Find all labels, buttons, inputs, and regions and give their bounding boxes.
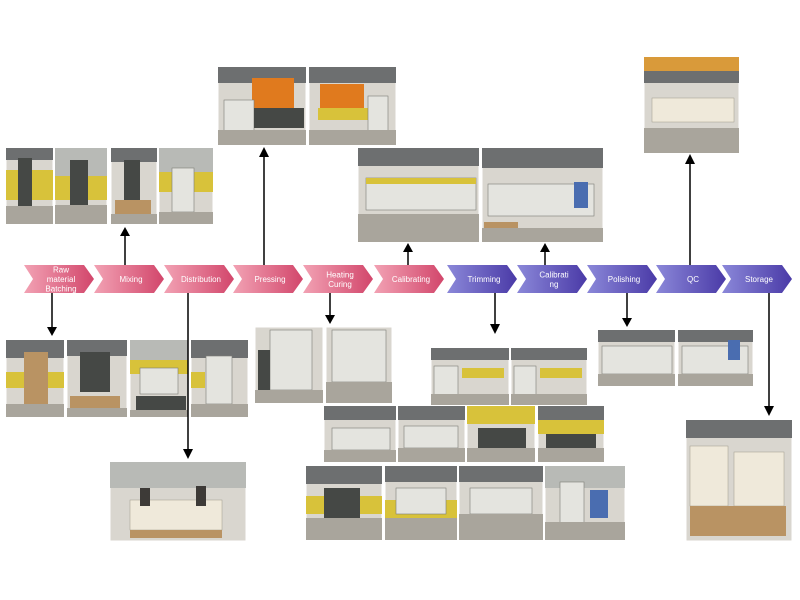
process-step: Distribution xyxy=(164,265,234,293)
process-step: Storage xyxy=(722,265,792,293)
photo-trimming-cluster-6 xyxy=(384,465,458,541)
photo-mixing-2 xyxy=(158,147,214,225)
process-step: Polishing xyxy=(587,265,657,293)
arrow-distribution-down xyxy=(183,293,193,459)
process-step-label: Pressing xyxy=(254,275,285,284)
photo-distribution-3 xyxy=(190,339,249,418)
photo-raw-material-bottom xyxy=(5,339,65,418)
photo-heating-1 xyxy=(254,326,324,404)
process-step-label: material xyxy=(47,275,76,284)
photo-distribution-bottom xyxy=(109,461,247,542)
process-step-chevron xyxy=(303,265,373,293)
process-step-label: Raw xyxy=(53,266,69,275)
arrow-qc-up xyxy=(685,154,695,265)
process-step: QC xyxy=(656,265,726,293)
arrow-pressing-up xyxy=(259,147,269,265)
process-step-label: Storage xyxy=(745,275,774,284)
process-step-chevron xyxy=(24,265,94,293)
photo-pressing-2 xyxy=(308,66,397,146)
photo-calibrating-1 xyxy=(357,147,480,243)
photo-trimming-cluster-5 xyxy=(305,465,383,541)
photo-polishing-2 xyxy=(677,329,754,387)
process-step: Calibrating xyxy=(517,265,587,293)
photo-trimming-cluster-3 xyxy=(466,405,536,463)
photo-mixing-1 xyxy=(110,147,158,225)
photo-trimming-cluster-1 xyxy=(323,405,397,463)
process-step-label: ng xyxy=(550,280,559,289)
photo-trimming-cluster-7 xyxy=(458,465,544,541)
process-step: Mixing xyxy=(94,265,164,293)
process-step-chevron xyxy=(447,265,517,293)
photo-raw-material-top-2 xyxy=(54,147,108,225)
process-step: Trimming xyxy=(447,265,517,293)
process-step-chevron xyxy=(587,265,657,293)
photo-trimming-1 xyxy=(430,347,510,406)
process-step-chevron xyxy=(94,265,164,293)
photo-storage xyxy=(685,419,793,542)
arrow-calibrating-2-up xyxy=(540,243,550,265)
process-step-label: Batching xyxy=(45,285,76,294)
photo-trimming-cluster-2 xyxy=(397,405,466,463)
arrow-polishing-down xyxy=(622,293,632,327)
process-step-label: Calibrati xyxy=(539,270,569,279)
process-step-label: QC xyxy=(687,275,699,284)
photo-qc xyxy=(643,56,740,154)
photo-distribution-2 xyxy=(129,339,189,418)
photo-calibrating-2 xyxy=(481,147,604,243)
process-step: Calibrating xyxy=(374,265,444,293)
process-step-chevron xyxy=(517,265,587,293)
arrow-calibrating-up xyxy=(403,243,413,265)
process-step-chevron xyxy=(164,265,234,293)
process-step-label: Mixing xyxy=(119,275,142,284)
process-step-chevron xyxy=(374,265,444,293)
process-step-label: Distribution xyxy=(181,275,221,284)
photo-pressing-1 xyxy=(217,66,307,146)
arrow-heating-down xyxy=(325,293,335,324)
arrow-mixing-up xyxy=(120,227,130,265)
process-step-label: Heating xyxy=(326,270,354,279)
process-step-label: Calibrating xyxy=(392,275,430,284)
process-step-chevron xyxy=(722,265,792,293)
photo-trimming-cluster-8 xyxy=(544,465,626,541)
process-step-chevron xyxy=(233,265,303,293)
process-step-label: Trimming xyxy=(467,275,500,284)
arrow-storage-down xyxy=(764,293,774,416)
process-step-label: Polishing xyxy=(608,275,640,284)
photo-raw-material-top-1 xyxy=(5,147,54,225)
photo-trimming-cluster-4 xyxy=(537,405,605,463)
photo-distribution-1 xyxy=(66,339,128,418)
photo-polishing-1 xyxy=(597,329,676,387)
process-step-label: Curing xyxy=(328,280,352,289)
arrow-raw-material-down xyxy=(47,293,57,336)
photo-heating-2 xyxy=(325,326,393,404)
photo-trimming-2 xyxy=(510,347,588,406)
process-step-chevron xyxy=(656,265,726,293)
arrow-trimming-down xyxy=(490,293,500,334)
process-step: Pressing xyxy=(233,265,303,293)
